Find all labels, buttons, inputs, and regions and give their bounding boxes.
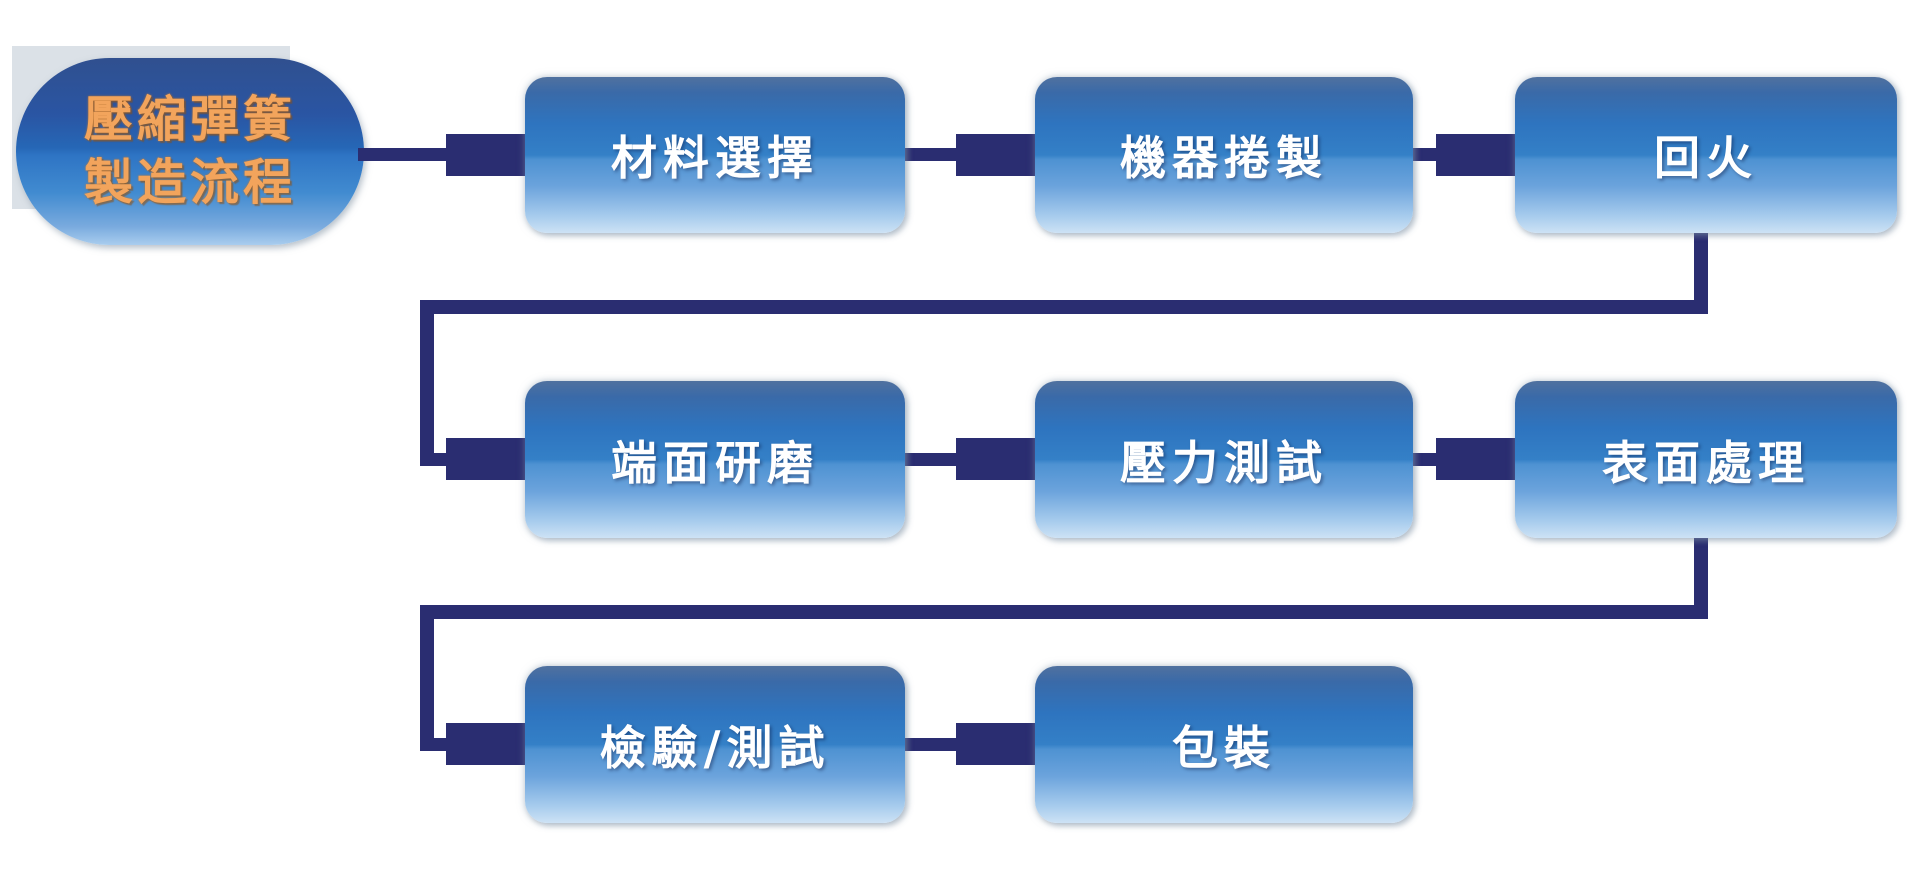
connector-pressure-to-surface-thin — [1411, 453, 1439, 466]
connector-title-to-material-thick — [446, 134, 526, 176]
connector-grinding-to-pressure-thin — [903, 453, 959, 466]
flow-node-surface-treatment: 表面處理 — [1515, 381, 1897, 538]
elbow1-vertical-right — [1694, 232, 1708, 314]
flow-node-pressure-testing: 壓力測試 — [1035, 381, 1413, 538]
connector-inspection-to-packaging-thick — [956, 723, 1036, 765]
connector-grinding-to-pressure-thick — [956, 438, 1036, 480]
elbow1-foot-thin — [420, 453, 448, 466]
flow-node-packaging: 包裝 — [1035, 666, 1413, 823]
flow-node-label: 檢驗/測試 — [599, 720, 831, 775]
connector-title-to-material-thin — [358, 148, 450, 161]
elbow1-vertical-left — [420, 300, 434, 466]
flow-node-label: 包裝 — [1172, 720, 1276, 775]
flow-node-label: 材料選擇 — [611, 131, 819, 185]
flow-node-material-selection: 材料選擇 — [525, 77, 905, 233]
elbow2-foot-thin — [420, 738, 448, 751]
connector-coiling-to-tempering-thin — [1411, 148, 1439, 161]
flow-node-inspection-testing: 檢驗/測試 — [525, 666, 905, 823]
elbow1-foot-thick — [446, 438, 526, 480]
flow-node-machine-coiling: 機器捲製 — [1035, 77, 1413, 233]
elbow2-horizontal — [420, 605, 1708, 619]
connector-coiling-to-tempering-thick — [1436, 134, 1516, 176]
connector-inspection-to-packaging-thin — [903, 738, 959, 751]
connector-pressure-to-surface-thick — [1436, 438, 1516, 480]
elbow2-vertical-right — [1694, 536, 1708, 619]
elbow2-vertical-left — [420, 605, 434, 751]
flow-node-label: 端面研磨 — [611, 435, 819, 490]
flow-node-label: 壓力測試 — [1120, 435, 1328, 490]
connector-material-to-coiling-thick — [956, 134, 1036, 176]
flow-node-label: 表面處理 — [1602, 435, 1810, 490]
title-capsule: 壓縮彈簧 製造流程 — [16, 58, 364, 245]
flow-node-tempering: 回火 — [1515, 77, 1897, 233]
title-line-1: 壓縮彈簧 — [83, 90, 296, 148]
title-line-2: 製造流程 — [83, 153, 296, 211]
elbow2-foot-thick — [446, 723, 526, 765]
flow-node-end-grinding: 端面研磨 — [525, 381, 905, 538]
connector-material-to-coiling-thin — [903, 148, 959, 161]
flow-node-label: 機器捲製 — [1120, 131, 1328, 185]
elbow1-horizontal — [420, 300, 1708, 314]
flow-node-label: 回火 — [1654, 131, 1758, 185]
